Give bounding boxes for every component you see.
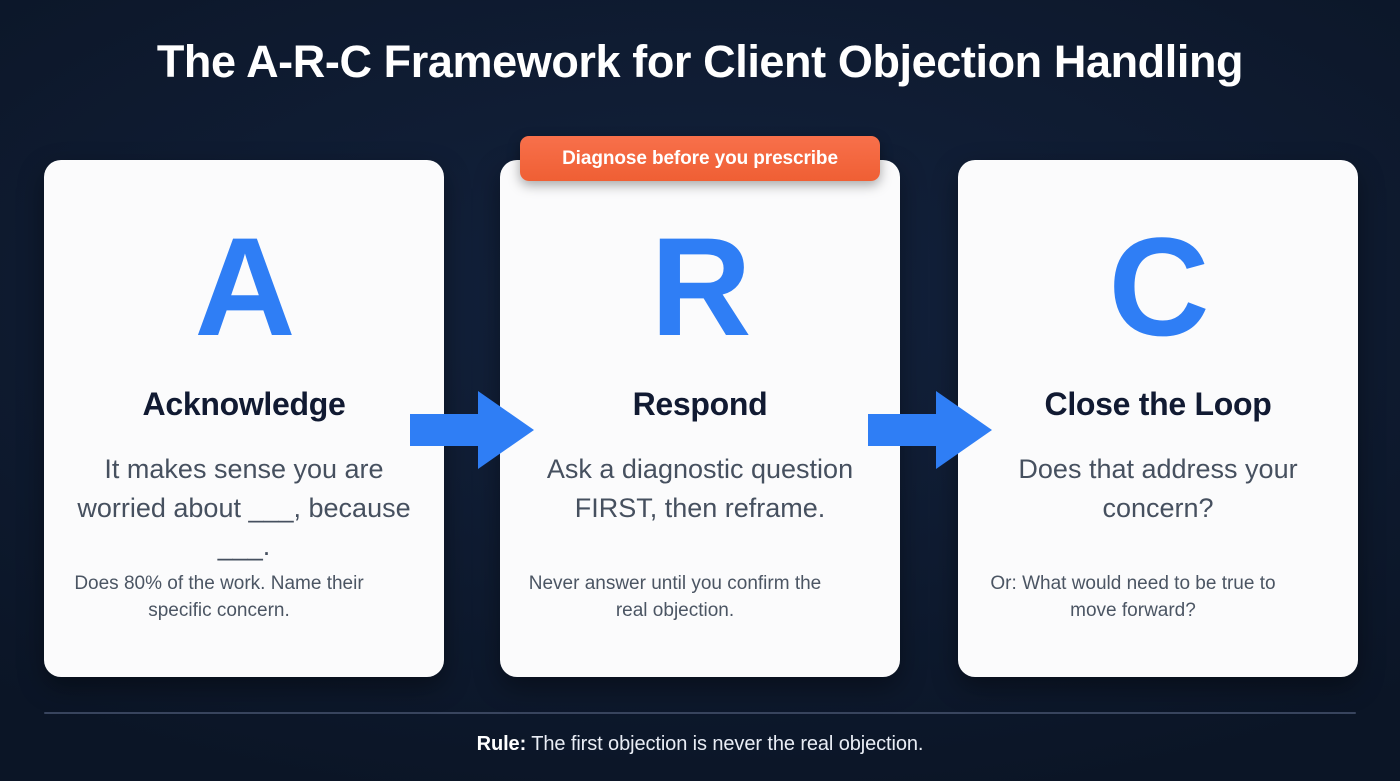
step-letter-c: C xyxy=(1108,208,1209,365)
step-note-acknowledge: Does 80% of the work. Name their specifi… xyxy=(74,572,364,622)
footer-rule-prefix: Rule: xyxy=(476,733,527,755)
footer-rule: Rule: The first objection is never the r… xyxy=(0,733,1400,756)
step-card-close-the-loop: C Close the Loop Does that address your … xyxy=(958,160,1358,677)
step-body-close-the-loop: Does that address your concern? xyxy=(1018,454,1298,523)
step-letter-a: A xyxy=(194,208,295,365)
step-card-respond: R Respond Ask a diagnostic question FIRS… xyxy=(500,160,900,677)
step-note-close-the-loop: Or: What would need to be true to move f… xyxy=(990,572,1276,622)
footer-rule-text: The first objection is never the real ob… xyxy=(531,733,924,755)
step-body-respond: Ask a diagnostic question FIRST, then re… xyxy=(546,454,854,523)
step-letter-r: R xyxy=(650,208,751,365)
badge-diagnose-before-prescribe: Diagnose before you prescribe xyxy=(520,136,880,181)
step-heading-close-the-loop: Close the Loop xyxy=(1044,386,1272,422)
page-title: The A-R-C Framework for Client Objection… xyxy=(156,36,1244,87)
step-body-acknowledge: It makes sense you are worried about ___… xyxy=(77,454,411,562)
step-heading-respond: Respond xyxy=(632,386,768,422)
step-heading-acknowledge: Acknowledge xyxy=(142,386,346,422)
footer-divider xyxy=(44,712,1356,714)
arrow-right-icon xyxy=(868,391,992,469)
arrow-right-icon xyxy=(410,391,534,469)
step-note-respond: Never answer until you confirm the real … xyxy=(528,572,822,622)
step-card-acknowledge: A Acknowledge It makes sense you are wor… xyxy=(44,160,444,677)
